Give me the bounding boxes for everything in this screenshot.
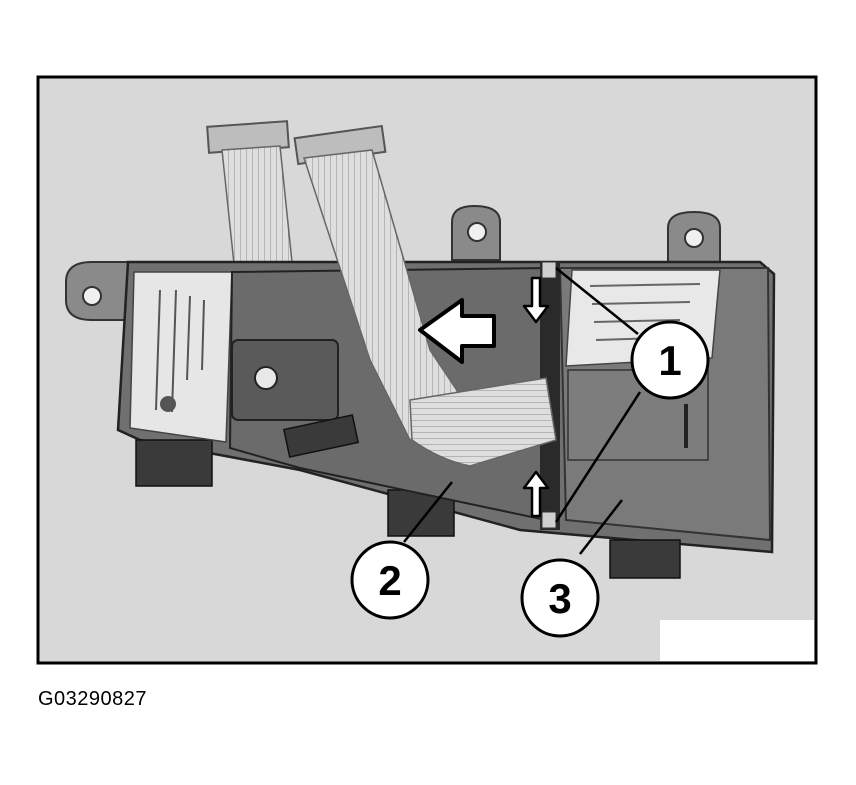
label-sticker-left [129,271,233,443]
mounting-tab-right [667,210,721,263]
housing-clips [135,439,681,579]
arrow-up [522,470,550,518]
callout-3-label: 3 [548,575,571,622]
figure-id-code: G03290827 [38,688,148,710]
arrow-down [522,276,550,324]
callout-2-label: 2 [378,557,401,604]
ribbon-connector-left [206,120,293,265]
callout-1: 1 [630,320,710,400]
mounting-tab-center [451,204,501,261]
white-corner-patch [660,620,814,661]
callout-3: 3 [520,558,600,638]
divider-slot [540,262,560,530]
callout-1-label: 1 [658,337,681,384]
leader-lines [403,267,642,555]
exploded-view-illustration: 1 2 3 [36,75,818,665]
mounting-tab-left [65,261,139,321]
callout-2: 2 [350,540,430,620]
removal-arrow [418,298,496,364]
